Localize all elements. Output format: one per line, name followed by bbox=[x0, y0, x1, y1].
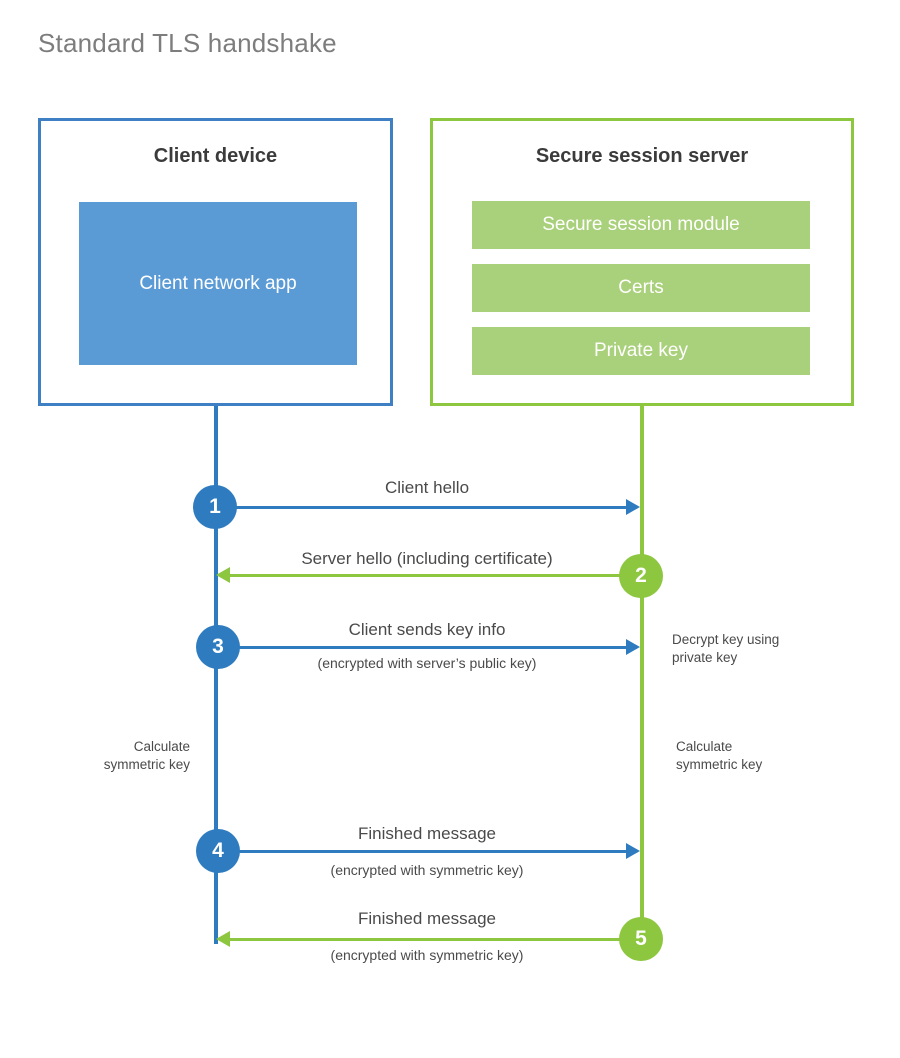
server-block-secure-session-module: Secure session module bbox=[472, 201, 810, 249]
step-2-arrow-head-icon bbox=[216, 567, 230, 583]
step-4-label: Finished message bbox=[358, 824, 496, 843]
server-lifeline bbox=[640, 406, 644, 944]
step-1-arrow-line bbox=[216, 506, 628, 509]
step-4-sublabel: (encrypted with symmetric key) bbox=[330, 862, 524, 878]
step-2-label: Server hello (including certificate) bbox=[301, 549, 553, 568]
step-2-marker: 2 bbox=[619, 554, 663, 598]
step-5-arrow-head-icon bbox=[216, 931, 230, 947]
step-5-arrow-line bbox=[228, 938, 640, 941]
client-device-heading: Client device bbox=[153, 145, 278, 167]
note-decrypt-key: Decrypt key using private key bbox=[672, 632, 780, 666]
note-calculate-symmetric-key-client: Calculate symmetric key bbox=[103, 739, 190, 773]
step-1-arrow-head-icon bbox=[626, 499, 640, 515]
step-3-arrow-head-icon bbox=[626, 639, 640, 655]
step-3-marker: 3 bbox=[196, 625, 240, 669]
step-1-marker: 1 bbox=[193, 485, 237, 529]
step-3-arrow-line bbox=[216, 646, 628, 649]
server-block-private-key: Private key bbox=[472, 327, 810, 375]
step-3-label: Client sends key info bbox=[348, 620, 506, 639]
secure-session-server-box: Secure session server Secure session mod… bbox=[430, 118, 854, 406]
page-title: Standard TLS handshake bbox=[38, 28, 337, 58]
step-4-arrow-line bbox=[216, 850, 628, 853]
client-network-app-block: Client network app bbox=[79, 202, 357, 365]
secure-session-server-heading: Secure session server bbox=[535, 145, 749, 167]
step-3-sublabel: (encrypted with server’s public key) bbox=[317, 655, 537, 671]
client-lifeline bbox=[214, 406, 218, 944]
step-4-arrow-head-icon bbox=[626, 843, 640, 859]
note-calculate-symmetric-key-server: Calculate symmetric key bbox=[676, 739, 763, 773]
server-block-certs: Certs bbox=[472, 264, 810, 312]
step-2-arrow-line bbox=[228, 574, 640, 577]
step-5-marker: 5 bbox=[619, 917, 663, 961]
step-5-label: Finished message bbox=[358, 909, 496, 928]
step-1-label: Client hello bbox=[384, 478, 470, 497]
step-4-marker: 4 bbox=[196, 829, 240, 873]
client-device-box: Client device Client network app bbox=[38, 118, 393, 406]
step-5-sublabel: (encrypted with symmetric key) bbox=[330, 947, 524, 963]
